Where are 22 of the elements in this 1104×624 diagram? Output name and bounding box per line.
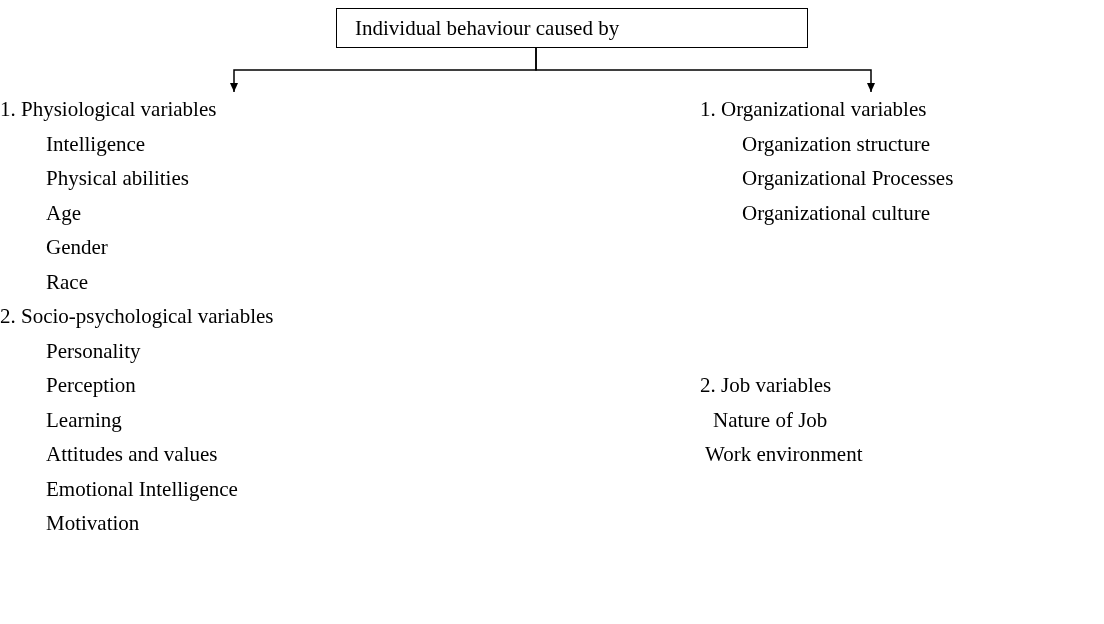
list-item: Gender [46,234,108,261]
list-item: Organization structure [742,130,930,158]
list-item: Learning [46,406,122,434]
category-heading: 1. Organizational variables [700,96,927,123]
list-item: Motivation [46,510,140,537]
list-item: Work environment [705,441,863,468]
category-heading: 2. Job variables [700,372,832,399]
list-item: Physical abilities [46,165,189,192]
category-heading: 2. Socio-psychological variables [0,303,274,330]
list-item: Attitudes and values [46,441,218,468]
list-item: Nature of Job [713,406,828,434]
arrow [535,47,875,93]
list-item: Perception [46,372,136,399]
list-item: Organizational culture [742,199,930,227]
list-item: Emotional Intelligence [46,475,238,503]
title-box: Individual behaviour caused by [336,8,808,48]
list-item: Personality [46,337,141,365]
list-item: Race [46,268,88,296]
list-item: Age [46,199,81,227]
category-heading: 1. Physiological variables [0,96,217,123]
list-item: Organizational Processes [742,165,954,192]
list-item: Intelligence [46,130,146,158]
